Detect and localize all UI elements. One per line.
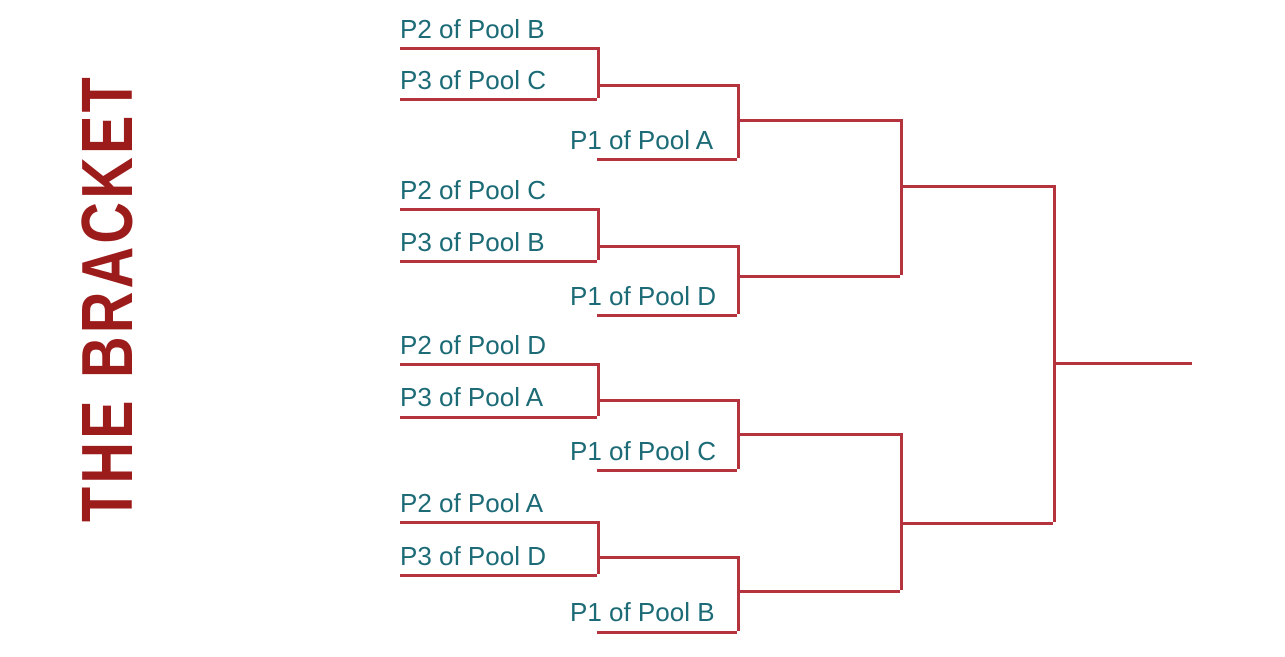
bracket-slot-label[interactable]: P3 of Pool B [400, 227, 545, 257]
match-advance-line [737, 590, 900, 593]
match-connector [597, 521, 600, 574]
match-advance-line [737, 433, 900, 436]
match-advance-line [597, 556, 737, 559]
bracket-slot-label[interactable]: P1 of Pool A [570, 125, 714, 155]
slot-underline [400, 363, 597, 366]
match-connector [597, 208, 600, 260]
bracket-slot-label[interactable]: P3 of Pool D [400, 541, 546, 571]
slot-underline [597, 631, 737, 634]
bracket-slot-label[interactable]: P2 of Pool C [400, 175, 546, 205]
match-advance-line [737, 275, 900, 278]
match-advance-line [737, 119, 900, 122]
final-connector [1053, 185, 1056, 522]
slot-underline [400, 47, 597, 50]
match-advance-line [597, 399, 737, 402]
match-advance-line [597, 245, 737, 248]
slot-underline [400, 98, 597, 101]
slot-underline [400, 416, 597, 419]
bracket-slot-label[interactable]: P3 of Pool A [400, 382, 544, 412]
bracket-slot-label[interactable]: P1 of Pool C [570, 436, 716, 466]
bracket-slot-label[interactable]: P1 of Pool D [570, 281, 716, 311]
bracket-slot-label[interactable]: P1 of Pool B [570, 597, 715, 627]
slot-underline [597, 469, 737, 472]
match-connector [597, 363, 600, 416]
semifinal-advance-line [900, 185, 1053, 188]
bracket-slot-label[interactable]: P3 of Pool C [400, 65, 546, 95]
champion-line [1053, 362, 1192, 365]
bracket-slot-label[interactable]: P2 of Pool B [400, 14, 545, 44]
match-connector [597, 47, 600, 98]
match-connector [737, 245, 740, 314]
match-advance-line [597, 84, 737, 87]
match-connector [737, 556, 740, 631]
semifinal-connector [900, 119, 903, 275]
slot-underline [400, 521, 597, 524]
slot-underline [400, 208, 597, 211]
semifinal-connector [900, 433, 903, 590]
bracket-slot-label[interactable]: P2 of Pool A [400, 488, 544, 518]
bracket-slot-label[interactable]: P2 of Pool D [400, 330, 546, 360]
semifinal-advance-line [900, 522, 1053, 525]
slot-underline [400, 260, 597, 263]
slot-underline [400, 574, 597, 577]
slot-underline [597, 158, 737, 161]
slot-underline [597, 314, 737, 317]
